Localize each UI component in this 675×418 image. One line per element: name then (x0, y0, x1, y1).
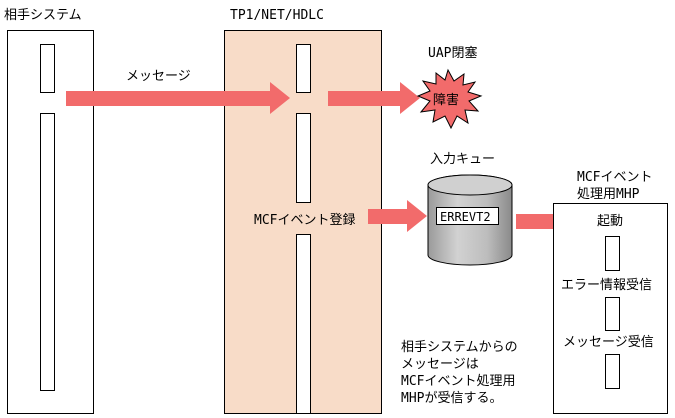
errevt2-box (436, 207, 499, 225)
mhp-slot-3 (605, 354, 620, 389)
uap-blocked-label: UAP閉塞 (428, 45, 477, 61)
fault-label: 障害 (433, 92, 459, 108)
fault-burst (416, 68, 483, 130)
partner-slot-main (40, 113, 55, 391)
input-queue-label: 入力キュー (430, 152, 495, 167)
partner-slot-top (40, 44, 55, 93)
tp1-slot-bottom (296, 234, 311, 414)
tp1-label: TP1/NET/HDLC (230, 8, 324, 23)
start-label: 起動 (597, 214, 623, 229)
message-label: メッセージ (126, 69, 191, 84)
note-line-3: MCFイベント処理用 (401, 374, 515, 389)
mhp-title-line1: MCFイベント (577, 170, 652, 185)
mcf-event-register-label: MCFイベント登録 (254, 213, 355, 228)
mhp-slot-2 (605, 297, 620, 331)
note-line-4: MHPが受信する。 (401, 391, 502, 406)
partner-system-label: 相手システム (4, 8, 82, 23)
tp1-slot-top (296, 44, 311, 93)
errevt2-label: ERREVT2 (440, 210, 491, 224)
mhp-title-line2: 処理用MHP (577, 187, 640, 202)
note-line-1: 相手システムからの (401, 340, 518, 355)
fault-arrow (328, 82, 420, 114)
note-line-2: メッセージは (401, 357, 479, 372)
mcf-event-arrow (368, 200, 427, 232)
input-queue-drum-top (427, 174, 513, 196)
tp1-slot-mid (296, 113, 311, 203)
mhp-slot-1 (605, 236, 620, 271)
error-info-receive-label: エラー情報受信 (561, 278, 652, 293)
message-arrow (66, 82, 290, 114)
message-receive-label: メッセージ受信 (563, 335, 654, 350)
